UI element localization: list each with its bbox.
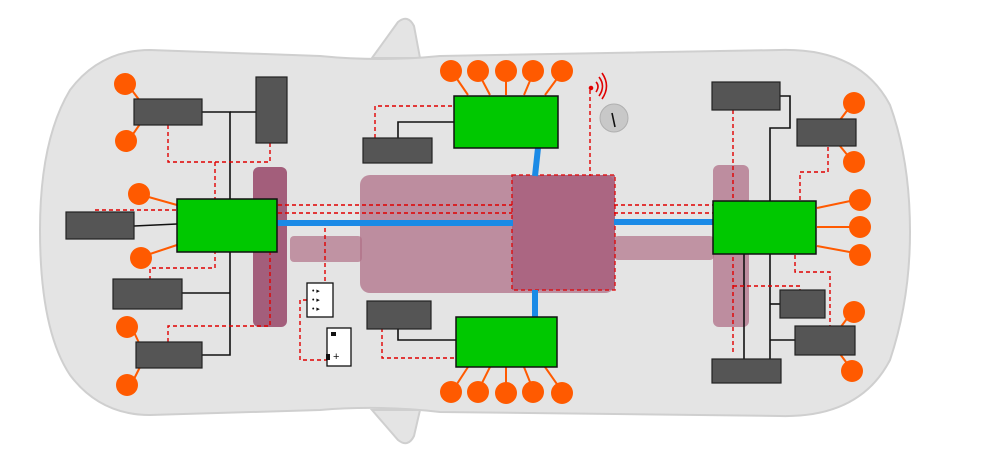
sensor [495, 382, 517, 404]
sensor-stub [816, 245, 856, 254]
ecu-module [112, 278, 183, 310]
sensor [522, 381, 544, 403]
sensor [440, 60, 462, 82]
zone-controller-rear [712, 200, 817, 255]
antenna-icon [599, 103, 629, 133]
power-line [397, 121, 455, 138]
side-mirror-bottom [369, 409, 422, 445]
ecu-module [796, 118, 857, 147]
can-bus-line [794, 255, 831, 326]
drive-shaft-right [614, 236, 714, 260]
sensor [849, 189, 871, 211]
battery-icon: + [326, 327, 352, 367]
zone-controllers [176, 95, 817, 368]
sensor [849, 216, 871, 238]
ecu-module [779, 289, 826, 319]
can-bus-line [381, 328, 456, 359]
can-bus-line [374, 105, 455, 138]
ecu-module [65, 211, 135, 240]
can-bus-line [149, 252, 216, 280]
sensor [116, 374, 138, 396]
sensor [843, 151, 865, 173]
sensor [495, 60, 517, 82]
sensor-stub [144, 195, 178, 206]
sensor-stub [816, 199, 856, 209]
ecu-module [135, 341, 203, 369]
svg-text:• ▸: • ▸ [312, 306, 320, 313]
ecu-module [366, 300, 432, 330]
ecu-module [711, 81, 781, 111]
sensor [841, 360, 863, 382]
sensor-stub [146, 244, 178, 256]
ecu-module [255, 76, 288, 144]
sensor [114, 73, 136, 95]
can-bus-line [733, 285, 801, 290]
sensor [849, 244, 871, 266]
ecu-module [711, 358, 782, 384]
drive-shaft-left [290, 236, 362, 262]
central-computer [511, 174, 616, 291]
sensor [115, 130, 137, 152]
sensor [116, 316, 138, 338]
side-mirror-top [370, 17, 422, 59]
zone-controller-left [453, 95, 559, 149]
svg-text:• ▸: • ▸ [312, 288, 320, 295]
sensors [114, 60, 871, 404]
sensor [467, 60, 489, 82]
ethernet-link-top [532, 147, 541, 177]
ethernet-backbone [277, 147, 714, 317]
can-bus-line [167, 125, 271, 163]
ecu-module [794, 325, 856, 356]
sensor [130, 247, 152, 269]
fuse-box-icon: • ▸ • ▸ • ▸ [306, 282, 334, 318]
sensor [843, 301, 865, 323]
sensor [128, 183, 150, 205]
svg-text:• ▸: • ▸ [312, 297, 320, 304]
power-line [397, 328, 456, 341]
can-bus-line [167, 250, 271, 342]
ecu-module [362, 137, 433, 164]
zone-controller-front [176, 198, 278, 253]
sensor [467, 381, 489, 403]
ecus [65, 76, 857, 384]
sensor [551, 382, 573, 404]
zone-controller-right [455, 316, 558, 368]
sensor [843, 92, 865, 114]
sensor [440, 381, 462, 403]
can-bus-line [799, 147, 829, 200]
power-line [133, 223, 178, 227]
svg-text:+: + [333, 351, 339, 363]
can-bus-line [299, 299, 328, 361]
wireless-signal-icon [588, 72, 608, 100]
signal-lines [95, 90, 831, 361]
sensor [522, 60, 544, 82]
ecu-module [133, 98, 203, 126]
sensor [551, 60, 573, 82]
